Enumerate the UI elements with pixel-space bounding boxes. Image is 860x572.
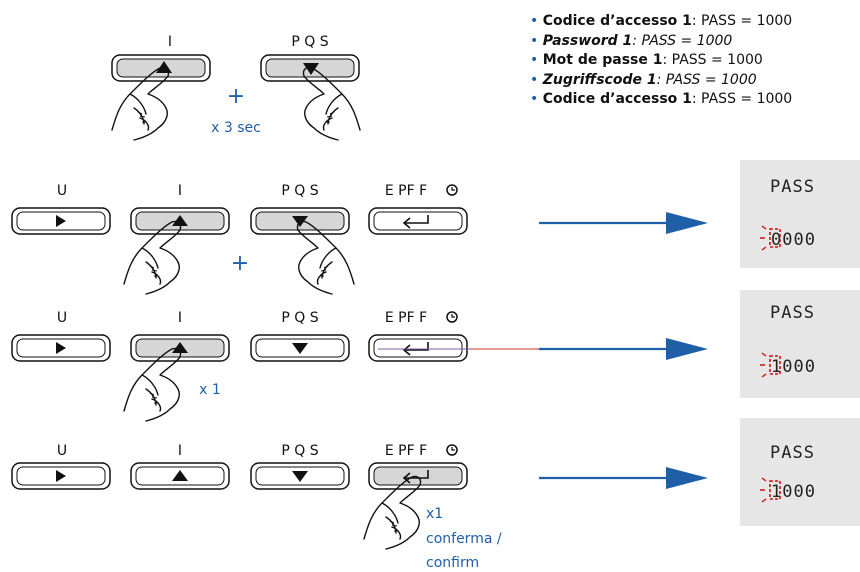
note-line-4: • Zugriffscode 1: PASS = 1000 xyxy=(530,71,757,88)
label-i-row2: I xyxy=(178,310,182,326)
up-arrow-icon xyxy=(172,215,188,226)
svg-text:E PF F: E PF F xyxy=(385,443,427,459)
plus-sign-top: + xyxy=(227,84,245,109)
button-u-row3[interactable] xyxy=(11,462,111,490)
label-epf-row3: E PF F xyxy=(385,443,458,459)
press-count-row2: x 1 xyxy=(199,382,221,398)
display-title: PASS xyxy=(770,303,815,323)
up-arrow-icon xyxy=(172,342,188,353)
button-pqs-row3[interactable] xyxy=(250,462,350,490)
display-value: 1000 xyxy=(771,357,816,377)
label-pqs-top: P Q S xyxy=(291,34,328,50)
arrow-row1 xyxy=(539,212,708,234)
display-title: PASS xyxy=(770,177,815,197)
blink-icon xyxy=(760,477,781,503)
enter-icon xyxy=(402,215,429,229)
svg-text:E PF F: E PF F xyxy=(385,183,427,199)
right-arrow-icon xyxy=(56,470,66,482)
enter-icon xyxy=(402,470,429,484)
label-pqs-row3: P Q S xyxy=(281,443,318,459)
down-arrow-icon xyxy=(292,471,308,482)
label-i-top: I xyxy=(168,34,172,50)
clock-icon xyxy=(446,184,458,196)
down-arrow-icon xyxy=(303,63,319,75)
arrow-row2 xyxy=(378,338,708,360)
note-line-5: • Codice d’accesso 1: PASS = 1000 xyxy=(530,91,793,107)
display-value: 0000 xyxy=(771,230,816,250)
button-i-row3[interactable] xyxy=(130,462,230,490)
button-pqs-row2[interactable] xyxy=(250,334,350,362)
display-title: PASS xyxy=(770,443,815,463)
enter-icon xyxy=(402,342,429,356)
button-u-row1[interactable] xyxy=(11,207,111,235)
button-pqs-row1[interactable] xyxy=(250,207,350,235)
display-row3: PASS 1000 xyxy=(740,418,860,526)
right-arrow-icon xyxy=(56,342,66,354)
label-u-row2: U xyxy=(57,310,67,326)
down-arrow-icon xyxy=(292,343,308,354)
clock-icon xyxy=(446,444,458,456)
plus-sign-row1: + xyxy=(231,251,249,276)
confirm-label-line2: confirm xyxy=(426,555,479,571)
duration-label: x 3 sec xyxy=(211,120,261,136)
clock-icon xyxy=(446,311,458,323)
button-enter-row2[interactable] xyxy=(368,334,468,362)
label-epf-row1: E PF F xyxy=(385,183,458,199)
label-epf-row2: E PF F xyxy=(385,310,458,326)
label-i-row1: I xyxy=(178,183,182,199)
svg-text:E PF F: E PF F xyxy=(385,310,427,326)
label-pqs-row1: P Q S xyxy=(281,183,318,199)
display-row2: PASS 1000 xyxy=(740,290,860,398)
label-u-row3: U xyxy=(57,443,67,459)
press-count-row3: x1 xyxy=(426,506,443,522)
note-line-1: • Codice d’accesso 1: PASS = 1000 xyxy=(530,13,793,29)
blink-icon xyxy=(760,352,781,378)
up-arrow-icon xyxy=(172,470,188,481)
right-arrow-icon xyxy=(56,215,66,227)
button-i-row1[interactable] xyxy=(130,207,230,235)
display-value: 1000 xyxy=(771,482,816,502)
blink-icon xyxy=(760,225,781,251)
note-line-3: • Mot de passe 1: PASS = 1000 xyxy=(530,52,763,68)
display-row1: PASS 0000 xyxy=(740,160,860,268)
button-u-row2[interactable] xyxy=(11,334,111,362)
password-notes: • Codice d’accesso 1: PASS = 1000 • Pass… xyxy=(530,12,792,110)
label-pqs-row2: P Q S xyxy=(281,310,318,326)
confirm-label-line1: conferma / xyxy=(426,531,502,547)
arrow-row3 xyxy=(539,467,708,489)
label-i-row3: I xyxy=(178,443,182,459)
note-line-2: • Password 1: PASS = 1000 xyxy=(530,32,733,49)
button-enter-row3[interactable] xyxy=(368,462,468,490)
label-u-row1: U xyxy=(57,183,67,199)
button-enter-row1[interactable] xyxy=(368,207,468,235)
